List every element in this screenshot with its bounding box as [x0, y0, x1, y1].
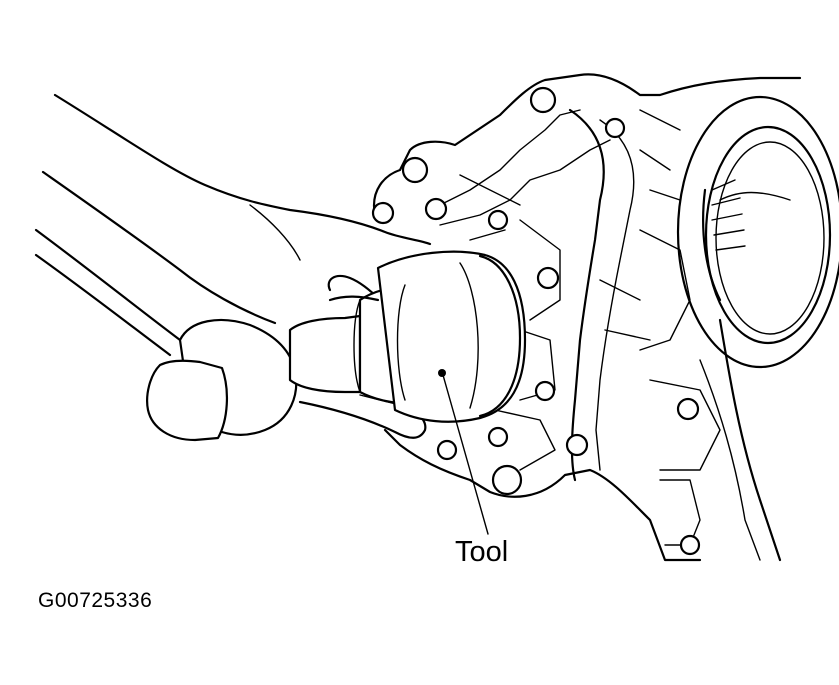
figure-id: G00725336: [38, 589, 153, 612]
tool-callout-label: Tool: [455, 536, 509, 568]
bearing-bore: [676, 95, 839, 369]
hammer: [34, 228, 298, 442]
transmission-housing: [372, 73, 802, 562]
housing-bolts: [371, 86, 701, 556]
installer-tool: [288, 250, 527, 535]
